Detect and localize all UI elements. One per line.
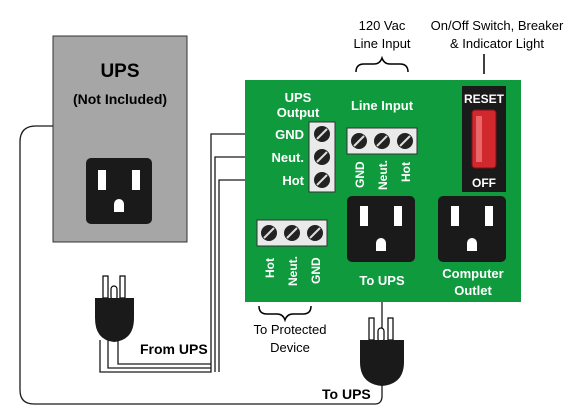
computer-outlet-label-2: Outlet	[454, 283, 492, 298]
ups-subtitle: (Not Included)	[73, 91, 167, 107]
to-ups-outlet-label: To UPS	[359, 273, 405, 288]
line-input-brace	[355, 55, 409, 73]
ups-output-terminal-block	[308, 121, 336, 193]
terminal-gnd-label: GND	[275, 127, 304, 142]
to-protected-caption-2: Device	[270, 340, 310, 355]
to-ups-outlet-icon	[347, 196, 415, 262]
computer-outlet-label-1: Computer	[442, 266, 503, 281]
switch-caption-2: & Indicator Light	[450, 36, 544, 51]
protected-hot-label: Hot	[263, 258, 277, 278]
switch-off-label: OFF	[472, 176, 496, 190]
protected-gnd-label: GND	[309, 257, 323, 284]
from-ups-plug-icon	[95, 275, 134, 342]
protected-brace	[258, 305, 312, 323]
protected-terminal-block	[256, 219, 328, 247]
line-input-caption-1: 120 Vac	[359, 18, 406, 33]
terminal-hot-label: Hot	[282, 173, 304, 188]
terminal-neut-label: Neut.	[272, 150, 305, 165]
power-switch	[462, 86, 506, 192]
ups-output-label-1: UPS	[285, 90, 312, 105]
protected-neut-label: Neut.	[286, 256, 300, 286]
from-ups-label: From UPS	[140, 341, 208, 357]
to-ups-plug-icon	[360, 317, 404, 386]
ups-output-label-2: Output	[277, 105, 320, 120]
line-neut-label: Neut.	[376, 160, 390, 190]
switch-reset-label: RESET	[464, 92, 505, 106]
line-gnd-label: GND	[353, 161, 367, 188]
to-ups-label: To UPS	[322, 386, 371, 402]
switch-caption-1: On/Off Switch, Breaker	[431, 18, 564, 33]
ups-outlet-icon	[86, 158, 152, 224]
line-input-title: Line Input	[351, 98, 414, 113]
ups-title: UPS	[100, 61, 139, 82]
to-protected-caption-1: To Protected	[254, 322, 327, 337]
line-hot-label: Hot	[399, 162, 413, 182]
line-input-caption-2: Line Input	[353, 36, 410, 51]
computer-outlet-icon	[438, 196, 506, 262]
line-input-terminal-block	[346, 127, 418, 155]
